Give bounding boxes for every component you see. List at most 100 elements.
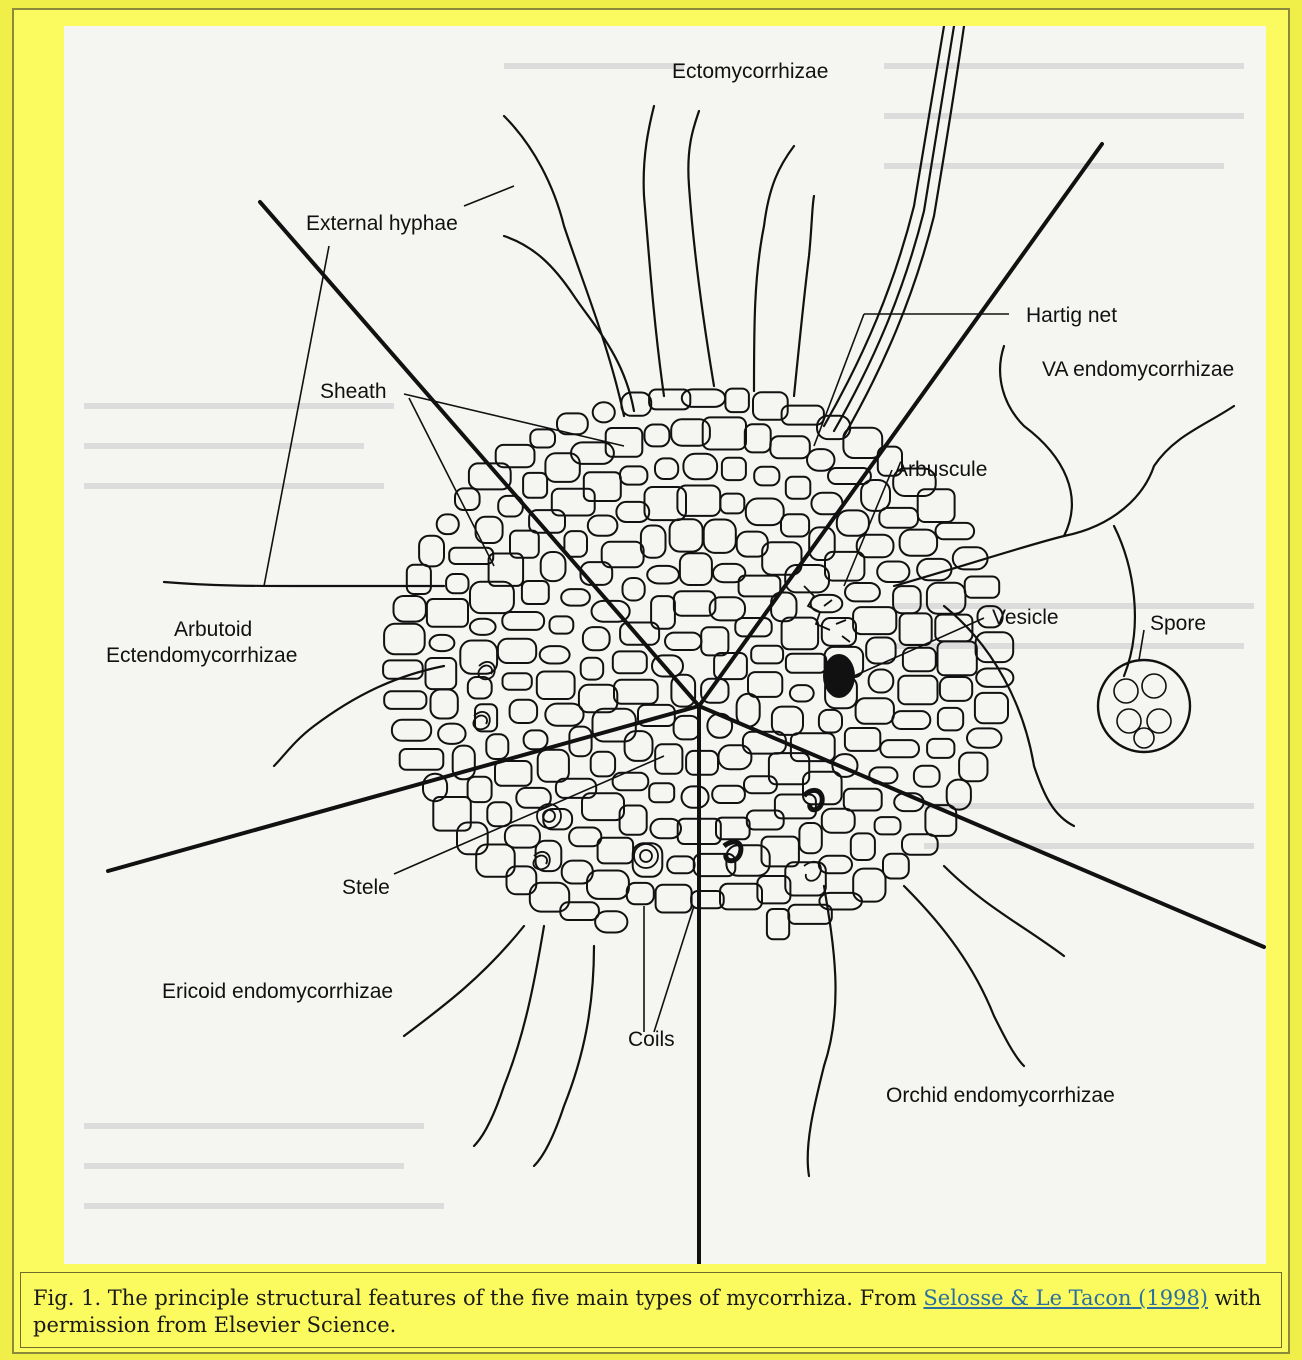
ecto-hypha-bundle-1 [824,26,944,426]
root-cell [560,902,599,920]
citation-link[interactable]: Selosse & Le Tacon (1998) [923,1286,1208,1310]
root-cell [691,891,724,908]
root-cell [877,562,909,583]
root-cell [683,454,717,480]
root-cell [433,797,471,831]
root-cell [581,658,604,680]
label-ectendomycorrhizae: Ectendomycorrhizae [106,644,297,667]
root-cell [438,724,466,744]
root-cell [437,514,459,534]
root-cell [837,510,869,535]
root-cell [593,402,615,422]
va-hypha-3 [1114,526,1135,676]
root-cell [938,708,963,731]
root-cell [965,577,1000,598]
arbutoid-hypha-2 [274,666,444,766]
root-cell [772,707,803,735]
root-cell [686,751,718,775]
root-cell [900,530,938,556]
orchid-hypha-2 [904,886,1024,1066]
root-cell [524,730,548,749]
root-cell [853,869,885,902]
root-cell [781,514,809,536]
root-cell [967,728,1002,747]
root-cell [552,489,595,516]
ericoid-hypha-2 [534,946,594,1166]
root-cell [959,753,987,782]
orchid-hypha-1 [808,886,836,1176]
diagram-svg: Ectomycorrhizae External hyphae Hartig n… [64,26,1266,1264]
root-cell [655,744,682,773]
root-cell [722,458,746,480]
root-cell [530,429,555,447]
root-cell [645,487,687,520]
root-cell [918,489,955,522]
root-cell [898,676,937,705]
root-cell [545,453,579,482]
root-cell [782,618,819,650]
root-cell [584,472,621,501]
root-cell [561,589,590,606]
label-hartig-net: Hartig net [1026,304,1117,327]
figure-caption: Fig. 1. The principle structural feature… [20,1272,1282,1348]
root-cell [853,607,896,634]
root-cell [538,750,569,782]
root-cell [588,516,618,536]
ecto-hypha-6 [794,196,814,396]
root-cell [543,809,572,829]
root-cell [523,473,547,498]
root-cell [426,658,457,689]
root-cell [540,646,570,663]
root-cell [400,749,444,770]
root-cell [623,578,645,601]
root-cell [667,856,694,873]
root-cell [739,576,781,597]
root-cell [510,700,537,723]
root-cell [819,710,842,733]
root-cell [851,833,875,860]
root-cell [384,624,425,655]
root-cell [522,581,549,604]
root-cell [498,639,536,663]
root-cell [655,458,678,479]
root-cell [704,520,736,553]
root-cell [786,477,811,499]
label-sheath: Sheath [320,380,387,403]
root-cell [505,825,540,847]
label-ericoid-endomycorrhizae: Ericoid endomycorrhizae [162,980,393,1003]
label-spore: Spore [1150,612,1206,635]
root-cell [674,716,700,740]
root-cell [720,494,744,514]
root-cell [455,488,480,510]
root-cell [754,467,779,486]
root-cell [486,734,508,759]
root-cell [751,646,783,664]
root-cell [883,854,909,879]
root-cell [720,884,762,910]
label-vesicle: Vesicle [992,606,1059,629]
root-cell [650,819,681,838]
root-cell [627,883,654,904]
root-cell [880,740,919,757]
root-cell [975,693,1008,723]
label-coils: Coils [628,1028,675,1051]
root-cell [550,616,574,633]
root-cell [875,817,901,834]
root-cell [713,564,745,582]
ericoid-hypha-1 [474,926,544,1146]
label-stele: Stele [342,876,390,899]
root-cell [748,672,782,697]
root-cell [712,786,745,803]
root-cell [598,838,634,864]
root-cell [507,866,537,894]
root-cell [431,690,458,719]
root-cell [502,612,544,630]
root-cell [468,777,492,802]
root-cell [914,766,940,787]
ecto-hypha-5 [754,146,794,391]
root-cell [614,680,658,704]
root-cell [807,449,835,471]
root-cell [562,861,593,884]
root-cell [495,761,532,786]
ecto-hypha-2 [504,236,634,411]
